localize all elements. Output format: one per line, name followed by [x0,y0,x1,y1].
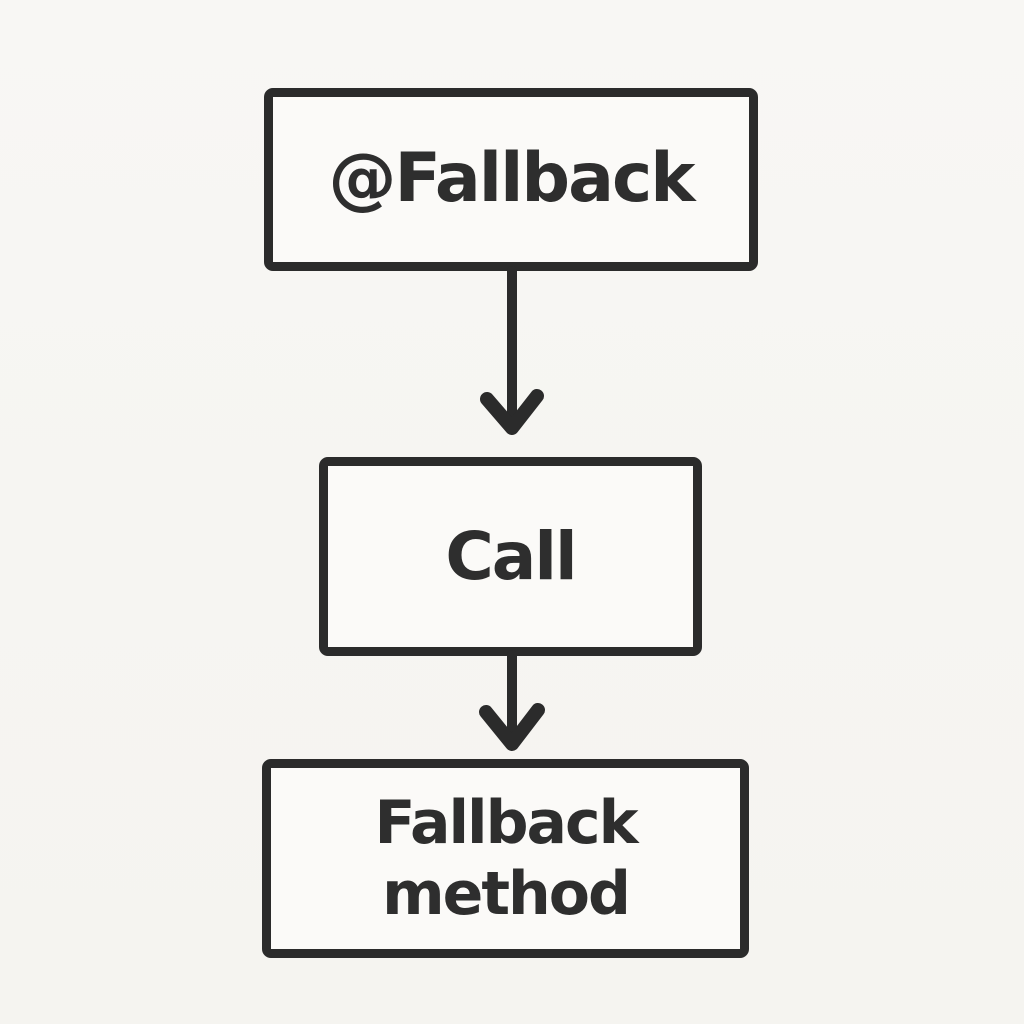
node-fallback-method: Fallback method [262,759,749,958]
node-fallback-annotation: @Fallback [264,88,758,271]
node-fallback-method-label: Fallback method [374,787,639,929]
arrow-call-to-fallback-method-icon [479,650,545,751]
node-call: Call [319,457,702,656]
node-call-label: Call [445,517,577,595]
arrow-annotation-to-call-icon [480,266,544,435]
node-fallback-annotation-label: @Fallback [328,139,695,219]
